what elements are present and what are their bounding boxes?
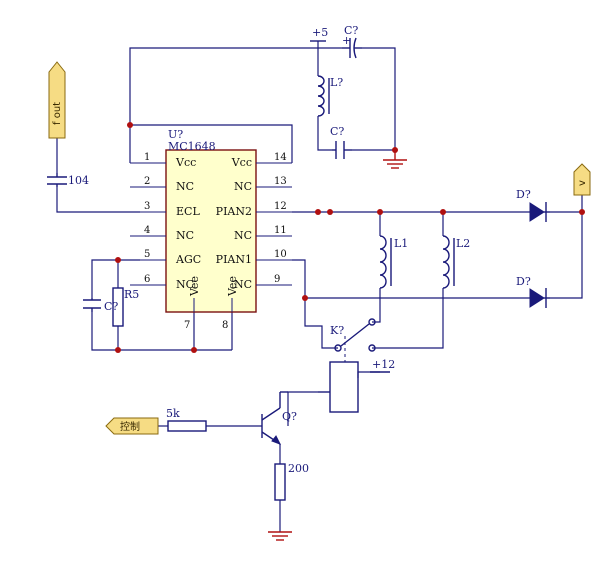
inductor-l2: L2 bbox=[442, 235, 470, 289]
pin-6-number: 6 bbox=[144, 274, 150, 285]
inductor-l1: L1 bbox=[379, 235, 408, 289]
pin-5-name: AGC bbox=[175, 253, 201, 266]
junction-dots bbox=[115, 122, 585, 353]
pin-12-number: 12 bbox=[274, 201, 287, 212]
port-fout: f out bbox=[48, 61, 66, 139]
pin-7-number: 7 bbox=[184, 320, 190, 331]
ic-left-pins: 1 2 3 4 5 6 Vcc NC ECL NC AGC NC bbox=[130, 152, 201, 291]
polarity-mark: + bbox=[342, 34, 351, 47]
cap-top-label: C? bbox=[344, 24, 358, 37]
resistor-5k-label: 5k bbox=[166, 407, 180, 420]
ic-right-pins: 14 13 12 11 10 9 Vcc NC PIAN2 NC PIAN1 N… bbox=[216, 152, 292, 291]
resistor-200: 200 bbox=[274, 462, 309, 501]
relay-switch: K? bbox=[330, 318, 376, 362]
resistor-5k: 5k bbox=[166, 407, 207, 432]
power-plus5: +5 bbox=[310, 26, 328, 42]
ic-designator: U? bbox=[168, 128, 183, 141]
plus12-label: +12 bbox=[372, 358, 395, 371]
port-control: 控制 bbox=[105, 417, 159, 435]
pin-5-number: 5 bbox=[144, 249, 150, 260]
capacitor-left: C? bbox=[83, 298, 118, 313]
diode-bottom: D? bbox=[516, 275, 550, 308]
plus5-label: +5 bbox=[312, 26, 328, 39]
pin-4-number: 4 bbox=[144, 225, 150, 236]
relay-coil: +12 bbox=[318, 358, 395, 413]
ground-symbol-bottom bbox=[268, 531, 292, 541]
resistor-r5: R5 bbox=[112, 287, 139, 327]
pin-1-number: 1 bbox=[144, 152, 150, 163]
pin-9-name: NC bbox=[234, 278, 252, 291]
pin-11-name: NC bbox=[234, 229, 252, 242]
resistor-200-label: 200 bbox=[288, 462, 309, 475]
pin-12-name: PIAN2 bbox=[216, 205, 252, 218]
wires bbox=[56, 41, 583, 532]
inductor-top-label: L? bbox=[330, 76, 343, 89]
resistor-r5-label: R5 bbox=[124, 288, 139, 301]
fout-label: f out bbox=[52, 102, 63, 125]
pin-13-number: 13 bbox=[274, 176, 287, 187]
pin-8-number: 8 bbox=[222, 320, 228, 331]
capacitor-mid: C? bbox=[330, 125, 352, 159]
cap-left-label: C? bbox=[104, 300, 118, 313]
pin-9-number: 9 bbox=[274, 274, 280, 285]
pin-3-name: ECL bbox=[176, 205, 200, 218]
pin-4-name: NC bbox=[176, 229, 194, 242]
pin-7-name: Vee bbox=[188, 276, 201, 297]
capacitor-polarized-top: + C? bbox=[342, 24, 362, 59]
ic-body bbox=[165, 149, 257, 313]
cap-mid-label: C? bbox=[330, 125, 344, 138]
pin-6-name: NC bbox=[176, 278, 194, 291]
pin-13-name: NC bbox=[234, 180, 252, 193]
pin-14-name: Vcc bbox=[231, 156, 252, 169]
pin-2-name: NC bbox=[176, 180, 194, 193]
cap-104-label: 104 bbox=[68, 174, 89, 187]
diode-bottom-label: D? bbox=[516, 275, 531, 288]
pin-1-name: Vcc bbox=[175, 156, 196, 169]
diode-top-label: D? bbox=[516, 188, 531, 201]
v-label: v bbox=[577, 180, 588, 186]
transistor-label: Q? bbox=[282, 410, 297, 423]
diode-top: D? bbox=[516, 188, 550, 222]
inductor-l2-label: L2 bbox=[456, 237, 470, 250]
pin-11-number: 11 bbox=[274, 225, 287, 236]
transistor-npn: Q? bbox=[261, 391, 297, 445]
ic-mc1648: U? MC1648 1 2 3 4 5 6 Vcc NC ECL NC AGC … bbox=[130, 128, 292, 331]
pin-2-number: 2 bbox=[144, 176, 150, 187]
inductor-l1-label: L1 bbox=[394, 237, 408, 250]
pin-10-number: 10 bbox=[274, 249, 287, 260]
ic-part-number: MC1648 bbox=[168, 140, 216, 153]
pin-10-name: PIAN1 bbox=[216, 253, 252, 266]
pin-8-name: Vee bbox=[226, 276, 239, 297]
relay-label: K? bbox=[330, 324, 344, 337]
capacitor-104: 104 bbox=[47, 173, 89, 187]
pin-14-number: 14 bbox=[274, 152, 287, 163]
ground-symbol-top bbox=[383, 150, 407, 169]
ic-bottom-pins: 7 8 Vee Vee bbox=[184, 276, 239, 331]
pin-3-number: 3 bbox=[144, 201, 150, 212]
inductor-top: L? bbox=[317, 75, 343, 117]
control-label: 控制 bbox=[120, 420, 140, 433]
port-v: v bbox=[573, 163, 591, 196]
